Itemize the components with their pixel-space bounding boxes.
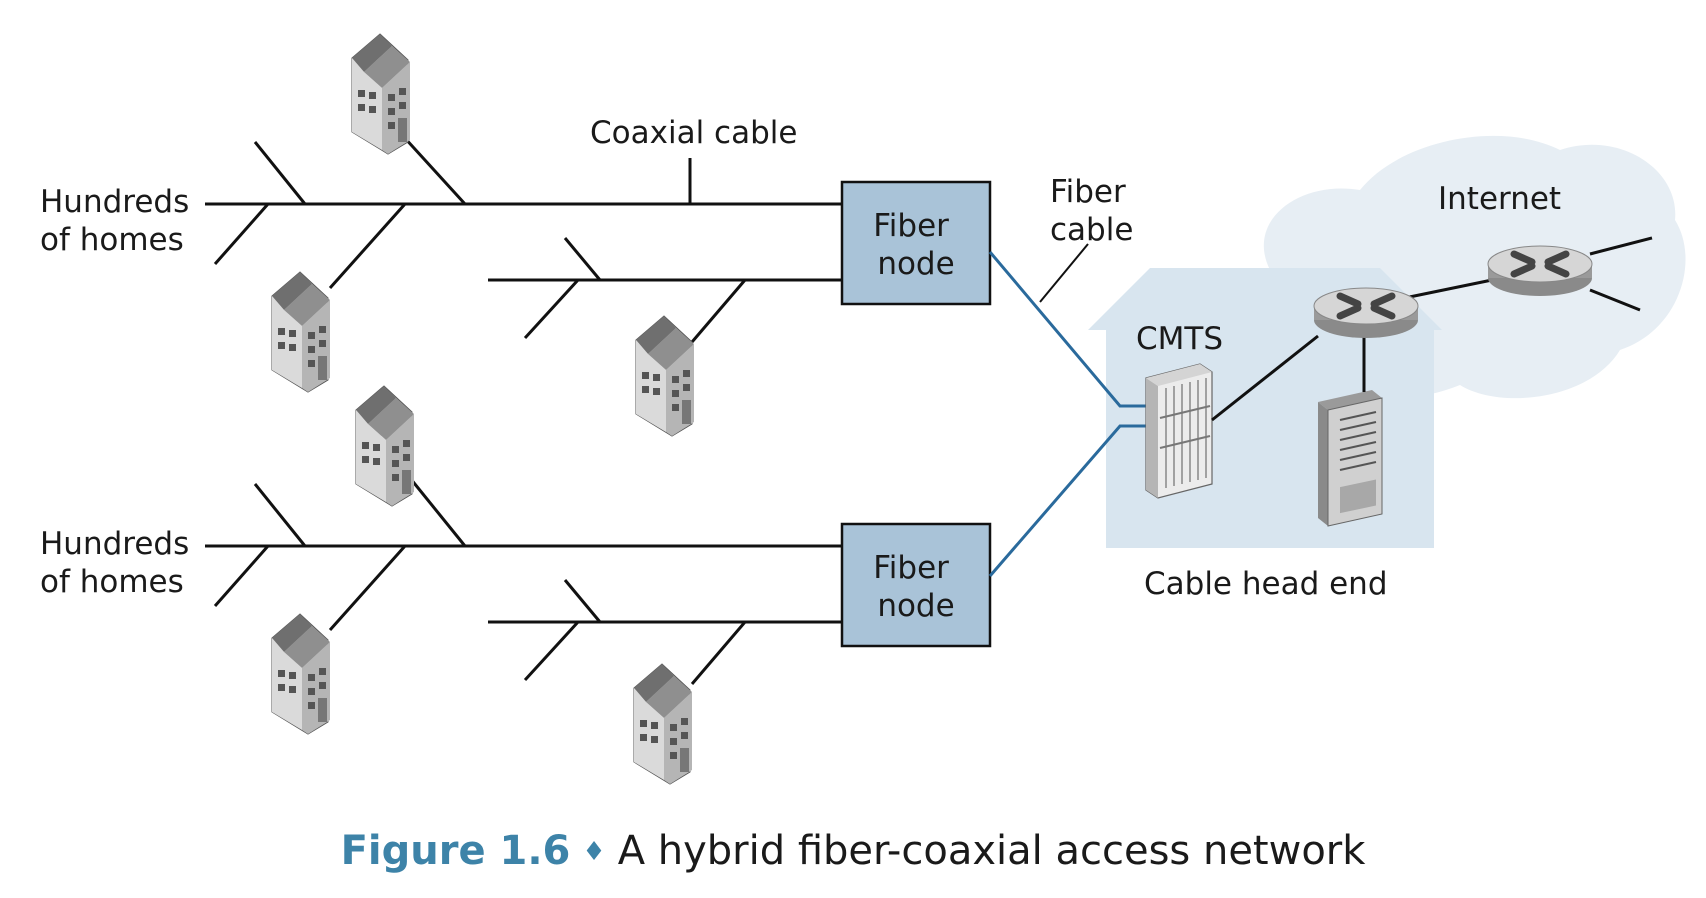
house-icon <box>271 271 331 393</box>
internet-label: Internet <box>1438 181 1561 217</box>
house-icon <box>271 613 331 735</box>
cable-head-end-label: Cable head end <box>1144 566 1388 602</box>
hundreds-homes-top-label: Hundreds of homes <box>40 184 199 258</box>
cmts-label: CMTS <box>1136 321 1223 357</box>
hundreds-homes-bottom-label: Hundreds of homes <box>40 526 199 600</box>
bottom-coax-tree <box>205 477 842 685</box>
fiber-node-top-label: Fiber node <box>873 208 959 282</box>
fiber-node-bottom <box>840 522 992 648</box>
caption-separator: ♦ <box>582 837 606 867</box>
figure-caption: Figure 1.6 ♦ A hybrid fiber-coaxial access… <box>0 828 1706 874</box>
figure-number: Figure 1.6 <box>340 828 571 874</box>
fiber-cables <box>988 243 1148 577</box>
house-icon <box>351 33 411 155</box>
fiber-node-bottom-label: Fiber node <box>873 550 959 624</box>
coaxial-cable-label: Coaxial cable <box>590 115 797 151</box>
house-icon <box>355 385 415 507</box>
caption-text: A hybrid fiber-coaxial access network <box>617 828 1366 874</box>
server-icon <box>1318 390 1383 527</box>
house-icon <box>633 663 693 785</box>
top-coax-tree <box>205 134 842 343</box>
router-icon <box>1488 246 1592 296</box>
cmts-rack-icon <box>1145 363 1213 499</box>
fiber-node-top <box>840 180 992 306</box>
router-icon <box>1314 288 1418 338</box>
house-icon <box>635 315 695 437</box>
fiber-cable-label: Fiber cable <box>1050 174 1136 248</box>
